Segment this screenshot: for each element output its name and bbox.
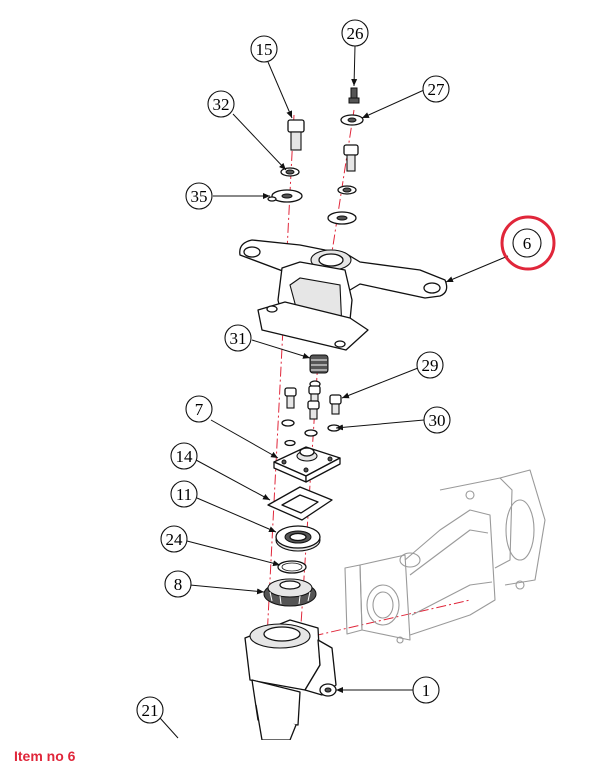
callout-30[interactable]: 30	[423, 406, 451, 434]
leader-lines	[159, 45, 509, 739]
item-caption: Item no 6	[14, 748, 76, 764]
bolts-middle-stack	[281, 385, 321, 447]
svg-text:8: 8	[174, 575, 183, 594]
callout-1[interactable]: 1	[412, 676, 440, 704]
right-bolt-stack	[327, 144, 359, 225]
callout-7[interactable]: 7	[185, 395, 213, 423]
svg-text:29: 29	[422, 356, 439, 375]
bevel-gear-part-8	[263, 578, 317, 607]
flange-plate-part-7	[273, 446, 341, 483]
bolt-part-29	[329, 394, 342, 415]
callout-27[interactable]: 27	[422, 75, 450, 103]
callout-32[interactable]: 32	[207, 90, 235, 118]
svg-text:7: 7	[195, 400, 204, 419]
ghost-axle-housing	[344, 469, 546, 644]
svg-text:1: 1	[422, 681, 431, 700]
steering-arm-part-6	[239, 239, 448, 351]
svg-text:21: 21	[142, 701, 159, 720]
bearing-part-11	[275, 525, 321, 552]
bolt-part-15	[287, 119, 305, 151]
washer-part-32	[280, 167, 300, 177]
svg-text:6: 6	[523, 234, 532, 253]
callout-31[interactable]: 31	[224, 324, 252, 352]
callouts: 15 26 32 27 35 6 31 29	[136, 19, 556, 724]
svg-text:31: 31	[230, 329, 247, 348]
callout-29[interactable]: 29	[416, 351, 444, 379]
callout-24[interactable]: 24	[160, 525, 188, 553]
spring-part-31	[309, 354, 329, 388]
svg-text:35: 35	[191, 187, 208, 206]
washer-part-35	[267, 189, 303, 203]
svg-text:24: 24	[166, 530, 184, 549]
svg-text:32: 32	[213, 95, 230, 114]
svg-text:26: 26	[347, 24, 364, 43]
callout-35[interactable]: 35	[185, 182, 213, 210]
callout-6-highlighted[interactable]: 6	[500, 215, 556, 271]
callout-21[interactable]: 21	[136, 696, 164, 724]
svg-text:15: 15	[256, 40, 273, 59]
gear-housing-part-1	[244, 619, 337, 740]
circlip-part-24	[277, 560, 307, 574]
washer-part-27	[340, 114, 364, 126]
exploded-parts-diagram: 15 26 32 27 35 6 31 29	[136, 19, 556, 740]
callout-14[interactable]: 14	[170, 442, 198, 470]
gasket-part-14	[267, 486, 333, 521]
svg-text:11: 11	[176, 485, 192, 504]
grease-nipple-part-26	[348, 87, 360, 104]
svg-text:30: 30	[429, 411, 446, 430]
callout-15[interactable]: 15	[250, 35, 278, 63]
callout-11[interactable]: 11	[170, 480, 198, 508]
svg-text:27: 27	[428, 80, 446, 99]
svg-text:14: 14	[176, 447, 194, 466]
callout-8[interactable]: 8	[164, 570, 192, 598]
callout-26[interactable]: 26	[341, 19, 369, 47]
